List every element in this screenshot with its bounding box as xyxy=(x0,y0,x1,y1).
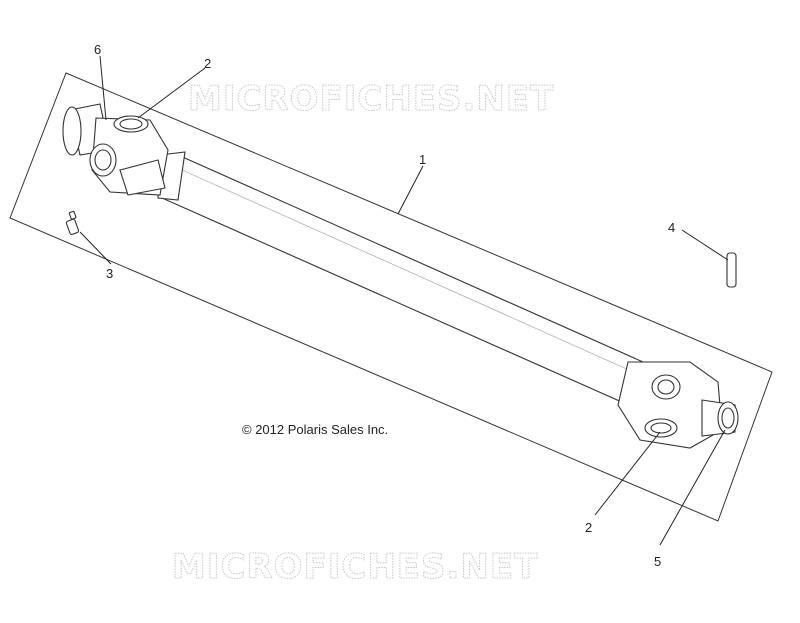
callout-2-front: 2 xyxy=(204,56,211,71)
callout-3: 3 xyxy=(106,266,113,281)
drive-shaft xyxy=(157,151,644,404)
rear-yoke-assembly xyxy=(617,361,739,449)
callout-2-rear: 2 xyxy=(585,520,592,535)
callout-6: 6 xyxy=(94,42,101,57)
watermark-top: MICROFICHES.NET xyxy=(188,79,554,119)
callout-1: 1 xyxy=(419,152,426,167)
grease-fitting xyxy=(65,210,80,235)
front-yoke-assembly xyxy=(62,103,169,196)
copyright-notice: © 2012 Polaris Sales Inc. xyxy=(242,422,388,437)
retaining-pin xyxy=(726,252,737,288)
watermark-bottom: MICROFICHES.NET xyxy=(172,547,538,587)
callout-4: 4 xyxy=(668,220,675,235)
leader-lines xyxy=(79,55,729,546)
assembly-frame xyxy=(9,72,773,522)
callout-5: 5 xyxy=(654,554,661,569)
